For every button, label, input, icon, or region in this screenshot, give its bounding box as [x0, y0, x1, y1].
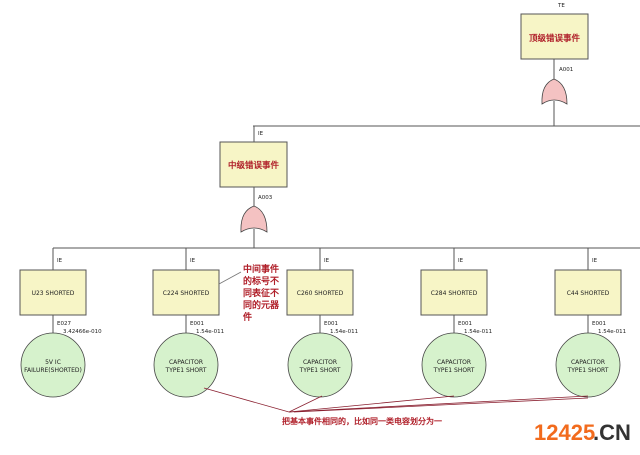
basic-event-label: CAPACITOR [303, 359, 337, 366]
basic-event-label: 5V IC [45, 359, 61, 366]
svg-text:中间事件: 中间事件 [243, 263, 279, 275]
basic-event-id: E027 [57, 321, 71, 327]
basic-event-circle[interactable] [20, 332, 86, 398]
svg-text:同表征不: 同表征不 [243, 287, 279, 299]
note-pointer-lines [203, 387, 589, 413]
watermark-logo: 12425 .CN [534, 420, 631, 445]
event-box [152, 269, 220, 316]
svg-text:的标号不: 的标号不 [243, 275, 279, 287]
basic-event-label: TYPE1 SHORT [567, 367, 609, 374]
basic-event-probability: 1.54e-011 [464, 329, 492, 335]
basic-event-probability: 3.42466e-010 [63, 329, 102, 335]
event-label: C44 SHORTED [567, 290, 610, 297]
top-event[interactable]: TE 顶级错误事件 [520, 3, 589, 60]
event-tag: IE [190, 258, 196, 264]
mid-gate-id: A003 [258, 195, 273, 201]
svg-text:同的元器: 同的元器 [243, 299, 280, 311]
event-tag: IE [458, 258, 464, 264]
basic-event-label: CAPACITOR [437, 359, 471, 366]
event-label: C260 SHORTED [297, 290, 344, 297]
mid-event-tag: IE [258, 131, 264, 137]
basic-event-label: CAPACITOR [571, 359, 605, 366]
event-tag: IE [57, 258, 63, 264]
event-tag: IE [324, 258, 330, 264]
basic-event-circle[interactable] [555, 332, 621, 398]
intermediate-event[interactable]: IE C260 SHORTED E001 1.54e-011CAPACITORTYPE… [286, 248, 358, 398]
basic-event-label: TYPE1 SHORT [299, 367, 341, 374]
event-box [554, 269, 622, 316]
basic-event-label: TYPE1 SHORT [433, 367, 475, 374]
bottom-note: 把基本事件相同的，比如同一类电容划分为一 [282, 416, 442, 426]
event-box [286, 269, 354, 316]
basic-event-circle[interactable] [421, 332, 487, 398]
basic-event-id: E001 [324, 321, 338, 327]
basic-event-circle[interactable] [153, 332, 219, 398]
or-gate-icon [541, 78, 568, 105]
event-tag: IE [592, 258, 598, 264]
top-gate-id: A001 [559, 67, 573, 73]
basic-event-label: FAILURE(SHORTED) [24, 367, 82, 374]
event-label: U23 SHORTED [32, 290, 75, 297]
svg-text:件: 件 [243, 311, 252, 323]
mid-event[interactable]: IE 中级错误事件 [219, 131, 288, 188]
intermediate-event[interactable]: IE U23 SHORTED E027 3.42466e-010 5V ICFAILUR… [19, 248, 102, 398]
basic-event-id: E001 [190, 321, 204, 327]
basic-event-probability: 1.54e-011 [598, 329, 626, 335]
basic-event-label: CAPACITOR [169, 359, 203, 366]
or-gate-icon [240, 205, 268, 233]
mid-note: 中间事件 的标号不 同表征不 同的元器 件 [243, 263, 280, 323]
event-label: C224 SHORTED [163, 290, 210, 297]
basic-event-id: E001 [592, 321, 606, 327]
intermediate-event[interactable]: IE C44 SHORTED E001 1.54e-011CAPACITORTYPE1… [554, 248, 626, 398]
basic-event-id: E001 [458, 321, 472, 327]
event-box [420, 269, 488, 316]
intermediate-event[interactable]: IE C224 SHORTED E001 1.54e-011CAPACITORTYPE… [152, 248, 224, 398]
basic-event-probability: 1.54e-011 [330, 329, 358, 335]
mid-event-label: 中级错误事件 [228, 160, 280, 171]
intermediate-event[interactable]: IE C284 SHORTED E001 1.54e-011CAPACITORTYPE… [420, 248, 492, 398]
basic-event-label: TYPE1 SHORT [165, 367, 207, 374]
top-event-tag: TE [557, 3, 565, 9]
event-label: C284 SHORTED [431, 290, 478, 297]
basic-event-probability: 1.54e-011 [196, 329, 224, 335]
top-event-label: 顶级错误事件 [529, 33, 581, 44]
svg-text:12425: 12425 [534, 420, 595, 445]
svg-text:.CN: .CN [593, 420, 631, 445]
